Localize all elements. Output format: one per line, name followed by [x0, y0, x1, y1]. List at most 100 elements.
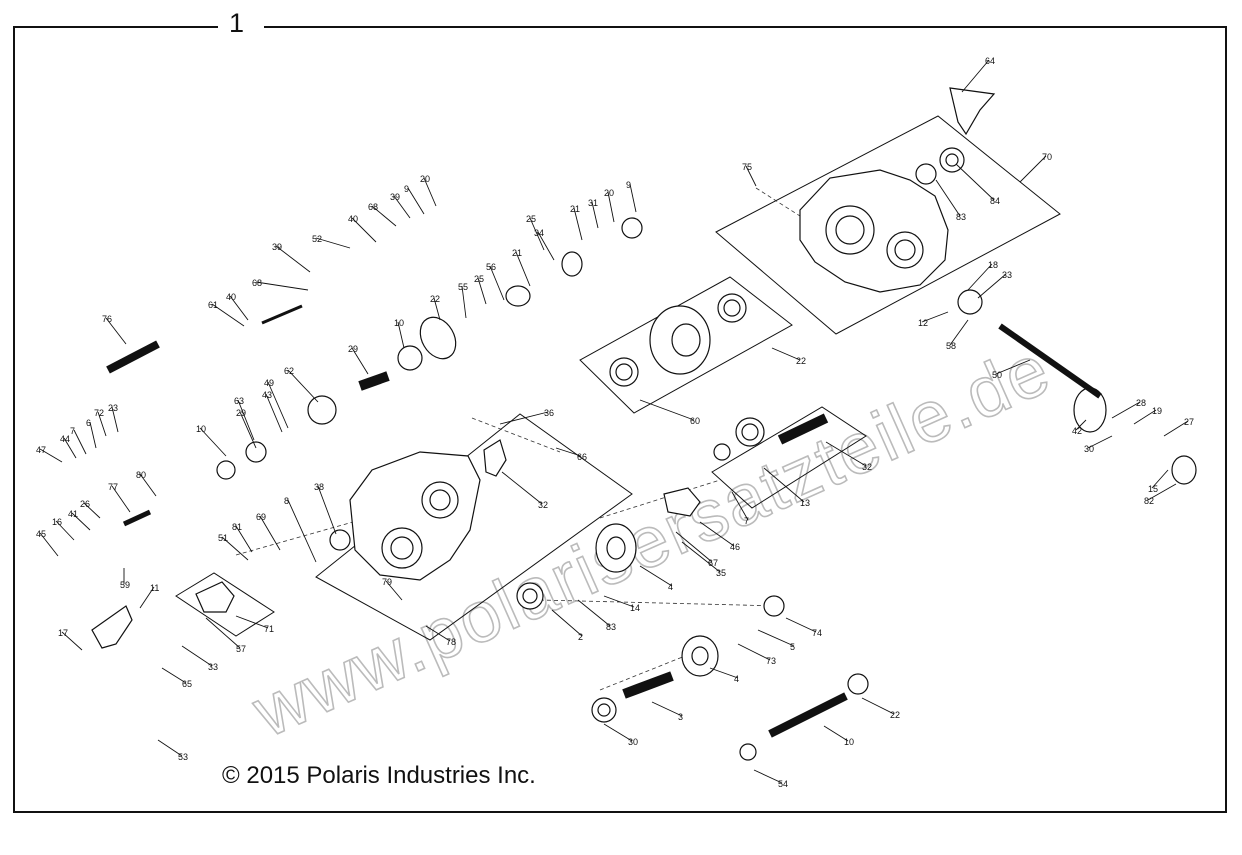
callout-leader — [603, 595, 635, 608]
callout-label: 57 — [236, 644, 246, 654]
callout-label: 47 — [36, 445, 46, 455]
callout-leader — [237, 399, 255, 441]
callout-label: 72 — [94, 408, 104, 418]
callout-leader — [423, 177, 437, 207]
callout-label: 65 — [182, 679, 192, 689]
callout-leader — [385, 580, 403, 601]
callout-label: 26 — [80, 499, 90, 509]
callout-leader — [551, 609, 583, 637]
callout-label: 61 — [208, 300, 218, 310]
callout-label: 29 — [236, 408, 246, 418]
outline-pump-65 — [175, 572, 275, 637]
callout-leader — [235, 615, 269, 629]
callout-leader — [235, 525, 253, 553]
callout-leader — [433, 297, 441, 321]
callout-label: 62 — [284, 366, 294, 376]
callout-label: 8 — [284, 496, 289, 506]
callout-label: 25 — [474, 274, 484, 284]
callout-label: 4 — [734, 674, 739, 684]
callout-leader — [607, 191, 615, 223]
callout-leader — [351, 217, 377, 243]
callout-label: 7 — [744, 516, 749, 526]
callout-leader — [785, 617, 817, 633]
callout-leader — [205, 617, 241, 649]
callout-leader — [181, 645, 213, 667]
callout-label: 31 — [588, 198, 598, 208]
callout-leader — [199, 427, 227, 457]
callout-leader — [425, 625, 451, 642]
callout-label: 5 — [790, 642, 795, 652]
callout-label: 11 — [150, 583, 159, 593]
callout-leader — [639, 399, 695, 421]
callout-label: 10 — [844, 737, 854, 747]
callout-leader — [265, 393, 283, 433]
callout-leader — [1147, 483, 1177, 501]
callout-label: 79 — [382, 577, 392, 587]
callout-label: 22 — [890, 710, 900, 720]
callout-leader — [577, 599, 611, 627]
callout-label: 27 — [1184, 417, 1194, 427]
callout-leader — [555, 447, 582, 457]
callout-label: 83 — [956, 212, 966, 222]
callout-label: 36 — [544, 408, 554, 418]
callout-leader — [39, 532, 59, 557]
callout-leader — [529, 217, 545, 251]
callout-label: 78 — [446, 637, 456, 647]
callout-leader — [461, 285, 467, 319]
callout-leader — [745, 165, 757, 187]
callout-leader — [111, 406, 119, 433]
callout-label: 50 — [992, 370, 1002, 380]
callout-leader — [211, 303, 245, 327]
callout-label: 82 — [1144, 496, 1154, 506]
callout-label: 68 — [252, 278, 262, 288]
callout-label: 56 — [486, 262, 496, 272]
callout-label: 30 — [1084, 444, 1094, 454]
callout-label: 17 — [58, 628, 68, 638]
callout-label: 33 — [1002, 270, 1012, 280]
callout-leader — [1151, 469, 1169, 489]
callout-label: 59 — [120, 580, 130, 590]
callout-label: 43 — [262, 390, 272, 400]
callout-label: 35 — [716, 568, 726, 578]
callout-label: 77 — [108, 482, 118, 492]
callout-leader — [83, 502, 101, 519]
callout-leader — [63, 437, 77, 459]
callout-label: 39 — [390, 192, 400, 202]
callout-label: 41 — [68, 509, 78, 519]
callout-leader — [1133, 409, 1157, 425]
callout-label: 9 — [404, 184, 409, 194]
callout-leader — [239, 411, 257, 449]
callout-label: 52 — [312, 234, 322, 244]
callout-label: 10 — [394, 318, 404, 328]
callout-leader — [139, 586, 155, 609]
callout-leader — [317, 485, 337, 535]
callout-label: 22 — [430, 294, 440, 304]
callout-leader — [489, 265, 505, 301]
callout-label: 44 — [60, 434, 70, 444]
callout-label: 14 — [630, 603, 640, 613]
callout-leader — [921, 311, 949, 323]
callout-leader — [97, 411, 107, 437]
callout-label: 25 — [526, 214, 536, 224]
callout-label: 2 — [578, 632, 583, 642]
callout-leader — [681, 541, 721, 573]
callout-label: 81 — [232, 522, 242, 532]
callout-leader — [699, 521, 735, 547]
outline-gear-66 — [579, 276, 793, 414]
callout-label: 9 — [626, 180, 631, 190]
callout-leader — [61, 631, 83, 651]
callout-label: 6 — [86, 418, 91, 428]
callout-label: 18 — [988, 260, 998, 270]
callout-leader — [221, 536, 249, 561]
callout-label: 83 — [606, 622, 616, 632]
callout-label: 7 — [70, 426, 75, 436]
callout-leader — [1087, 435, 1113, 449]
outline-gears-67 — [711, 406, 867, 509]
figure-number: 1 — [229, 8, 245, 38]
callout-leader — [737, 643, 771, 661]
callout-label: 12 — [918, 318, 928, 328]
callout-label: 10 — [196, 424, 206, 434]
callout-label: 38 — [314, 482, 324, 492]
frame-border — [13, 26, 1227, 813]
callout-leader — [629, 183, 637, 213]
